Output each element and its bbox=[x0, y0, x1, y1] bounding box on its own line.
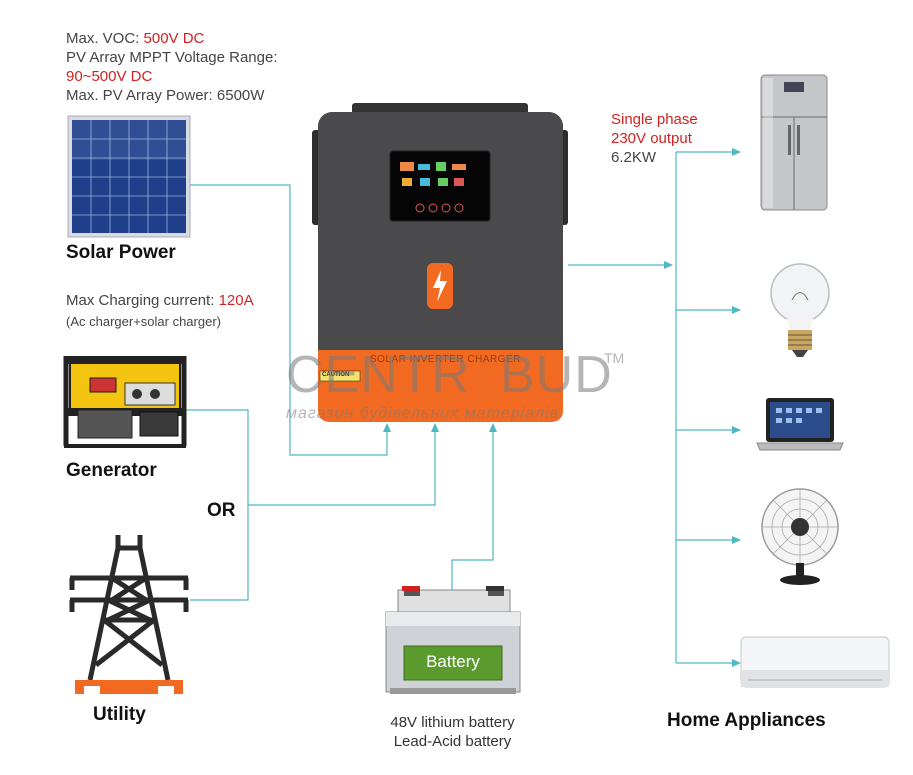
battery-type-line1: 48V lithium battery bbox=[390, 714, 515, 731]
battery-line bbox=[451, 423, 497, 590]
max-pv-power-text: Max. PV Array Power: 6500W bbox=[66, 87, 265, 104]
mppt-range-label: PV Array MPPT Voltage Range: bbox=[66, 49, 278, 66]
output-phase-text: Single phase bbox=[611, 111, 698, 128]
mppt-range-value: 90~500V DC bbox=[66, 68, 153, 85]
inverter-band-text: SOLAR INVERTER CHARGER bbox=[370, 354, 521, 365]
charging-note: (Ac charger+solar charger) bbox=[66, 314, 221, 329]
or-label: OR bbox=[207, 500, 236, 521]
generator-label: Generator bbox=[66, 460, 157, 481]
watermark-tm: TM bbox=[604, 350, 625, 366]
solar-power-label: Solar Power bbox=[66, 242, 176, 263]
max-voc-text: Max. VOC: 500V DC bbox=[66, 30, 205, 47]
max-charging-text: Max Charging current: 120A bbox=[66, 292, 254, 309]
watermark-subtitle: магазин будівельних матеріалів bbox=[286, 405, 559, 422]
grid-line bbox=[248, 423, 439, 506]
output-power-text: 6.2KW bbox=[611, 149, 657, 166]
watermark-brand-right: BUD bbox=[500, 346, 613, 404]
solar-line bbox=[190, 184, 391, 456]
battery-label: Battery bbox=[426, 652, 480, 671]
watermark-brand-left: CENTR bbox=[286, 346, 471, 404]
utility-label: Utility bbox=[93, 704, 146, 725]
output-voltage-text: 230V output bbox=[611, 130, 692, 147]
home-appliances-label: Home Appliances bbox=[667, 710, 826, 731]
battery-type-line2: Lead-Acid battery bbox=[393, 733, 512, 750]
caution-label: CAUTION bbox=[322, 372, 350, 378]
